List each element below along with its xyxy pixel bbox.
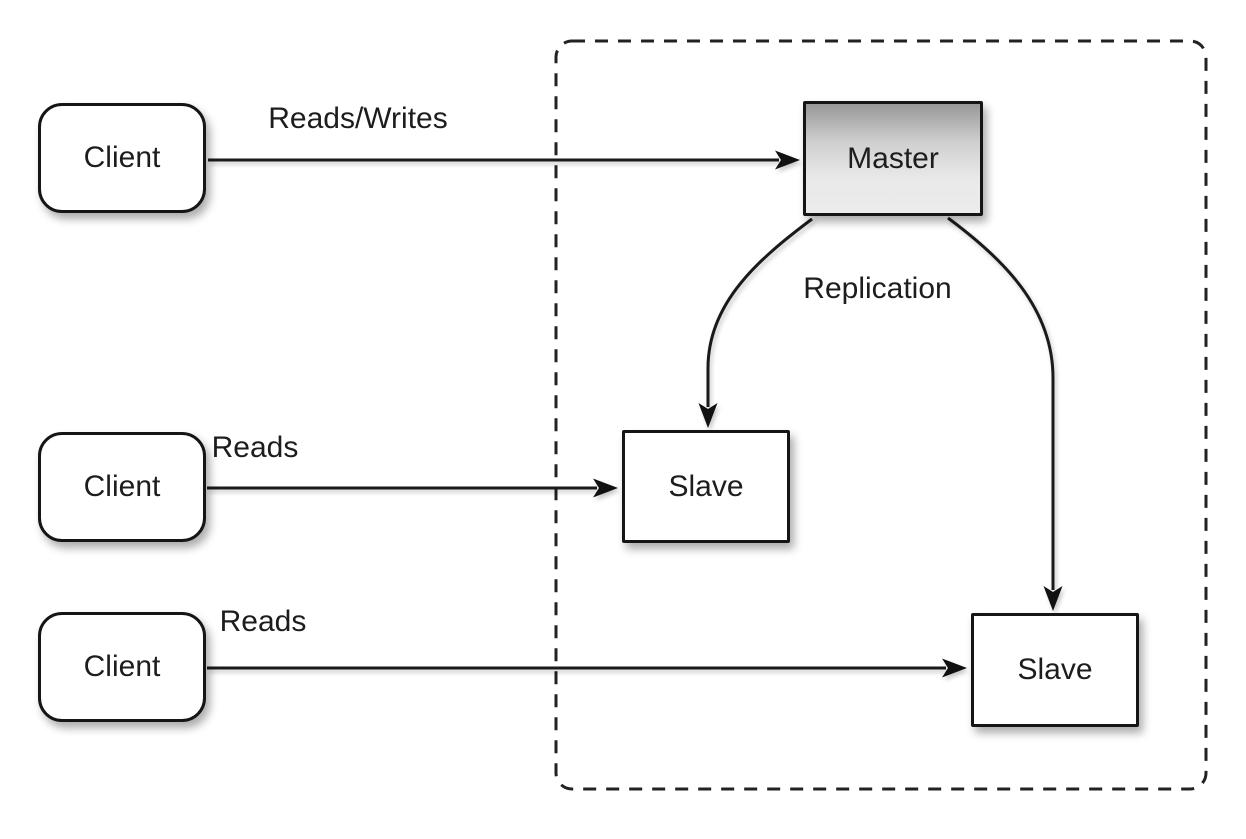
node-client-3-label: Client [83,650,161,683]
cluster-boundary [554,39,1208,791]
node-slave-1: Slave [622,430,790,543]
node-client-2: Client [38,432,206,542]
node-master-label: Master [847,141,939,175]
edge-master-slave2-arrowhead [1043,586,1063,611]
edge-label-reads-client2: Reads [211,431,299,464]
node-slave-2: Slave [971,613,1139,727]
edge-master-slave2 [947,216,1063,611]
node-client-1: Client [38,103,206,213]
edge-master-slave1-arrowhead [698,403,718,428]
edge-client1-master [208,150,800,170]
edge-master-slave1-line [706,217,813,407]
edge-label-replication: Replication [803,272,952,305]
edge-client2-slave1 [207,478,618,498]
edge-master-slave1 [698,217,813,428]
node-slave-2-label: Slave [1017,653,1093,686]
edge-master-slave2-line [947,216,1055,590]
node-slave-1-label: Slave [668,469,744,503]
edge-client3-slave2 [207,658,967,678]
node-master: Master [803,101,983,216]
node-client-2-label: Client [83,470,161,503]
edge-label-reads-client3: Reads [219,605,307,638]
node-client-3: Client [38,612,206,722]
edge-client1-master-arrowhead [775,150,800,170]
edge-client2-slave1-arrowhead [593,478,618,498]
node-client-1-label: Client [83,141,161,174]
edge-label-reads-writes: Reads/Writes [268,102,448,135]
edge-client3-slave2-arrowhead [942,658,967,678]
